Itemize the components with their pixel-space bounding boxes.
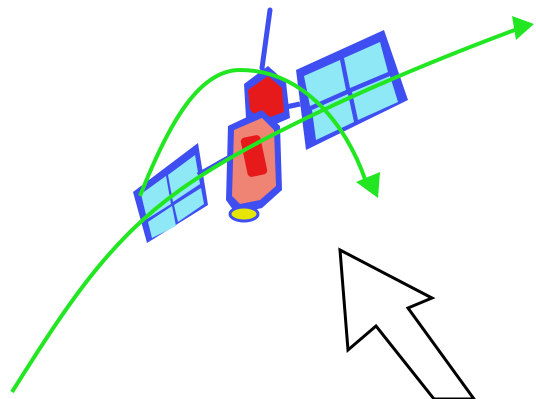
up-arrow-icon — [338, 247, 476, 399]
orbit-arrow — [138, 67, 380, 198]
trajectory-arrow — [10, 16, 534, 394]
satellite-antenna — [259, 7, 273, 71]
satellite-nozzle — [228, 205, 260, 223]
left-solar-panel — [133, 143, 208, 243]
right-solar-panel — [296, 30, 408, 150]
